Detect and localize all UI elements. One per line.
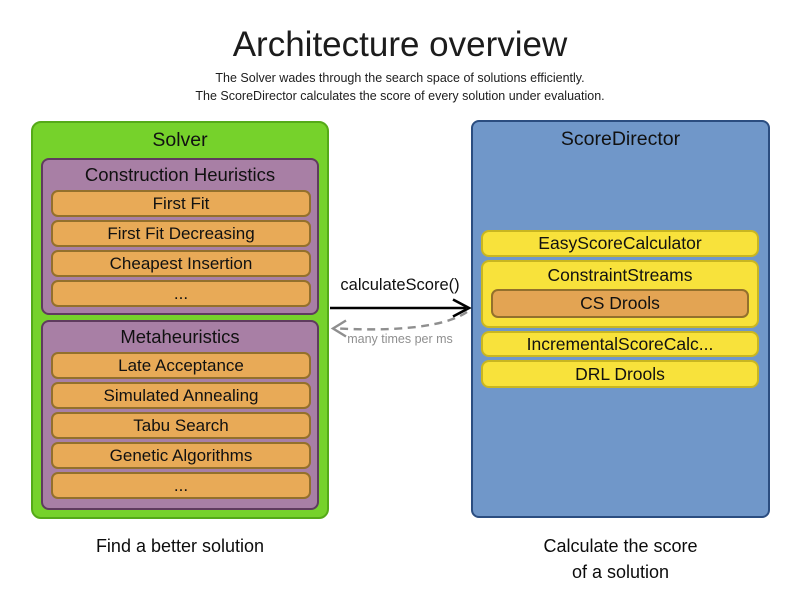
metaheuristic-item: ... <box>51 472 311 499</box>
metaheuristics-group: Metaheuristics Late Acceptance Simulated… <box>41 320 319 510</box>
cs-drools-row: CS Drools <box>491 289 749 318</box>
score-director-caption-line-2: of a solution <box>571 562 670 582</box>
subtitle-line-1: The Solver wades through the search spac… <box>215 71 585 85</box>
construction-heuristic-item: ... <box>51 280 311 307</box>
score-director-caption-line-1: Calculate the score <box>543 536 698 556</box>
score-director-box: ScoreDirector EasyScoreCalculator Constr… <box>471 120 770 518</box>
construction-heuristic-item: Cheapest Insertion <box>51 250 311 277</box>
construction-heuristic-item: First Fit <box>51 190 311 217</box>
score-director-caption: Calculate the score of a solution <box>471 533 770 585</box>
metaheuristic-item: Simulated Annealing <box>51 382 311 409</box>
page-title: Architecture overview <box>232 25 568 64</box>
metaheuristic-item: Late Acceptance <box>51 352 311 379</box>
calculate-score-arrow <box>330 298 472 318</box>
easy-score-calculator-row: EasyScoreCalculator <box>481 230 759 257</box>
solver-box: Solver Construction Heuristics First Fit… <box>31 121 329 519</box>
drl-drools-row: DRL Drools <box>481 360 759 388</box>
metaheuristics-title: Metaheuristics <box>120 326 240 347</box>
calculate-score-label: calculateScore() <box>340 276 460 294</box>
solver-caption: Find a better solution <box>95 536 265 556</box>
construction-heuristics-title: Construction Heuristics <box>84 164 276 185</box>
construction-heuristic-item: First Fit Decreasing <box>51 220 311 247</box>
constraint-streams-label: ConstraintStreams <box>547 265 693 285</box>
score-director-box-title: ScoreDirector <box>560 128 681 150</box>
incremental-score-calculator-row: IncrementalScoreCalc... <box>481 331 759 357</box>
construction-heuristics-group: Construction Heuristics First Fit First … <box>41 158 319 315</box>
metaheuristic-item: Genetic Algorithms <box>51 442 311 469</box>
solver-box-title: Solver <box>152 129 208 151</box>
metaheuristic-item: Tabu Search <box>51 412 311 439</box>
subtitle-line-2: The ScoreDirector calculates the score o… <box>195 89 605 103</box>
many-times-per-ms-label: many times per ms <box>347 332 453 346</box>
constraint-streams-row: ConstraintStreams CS Drools <box>481 260 759 328</box>
